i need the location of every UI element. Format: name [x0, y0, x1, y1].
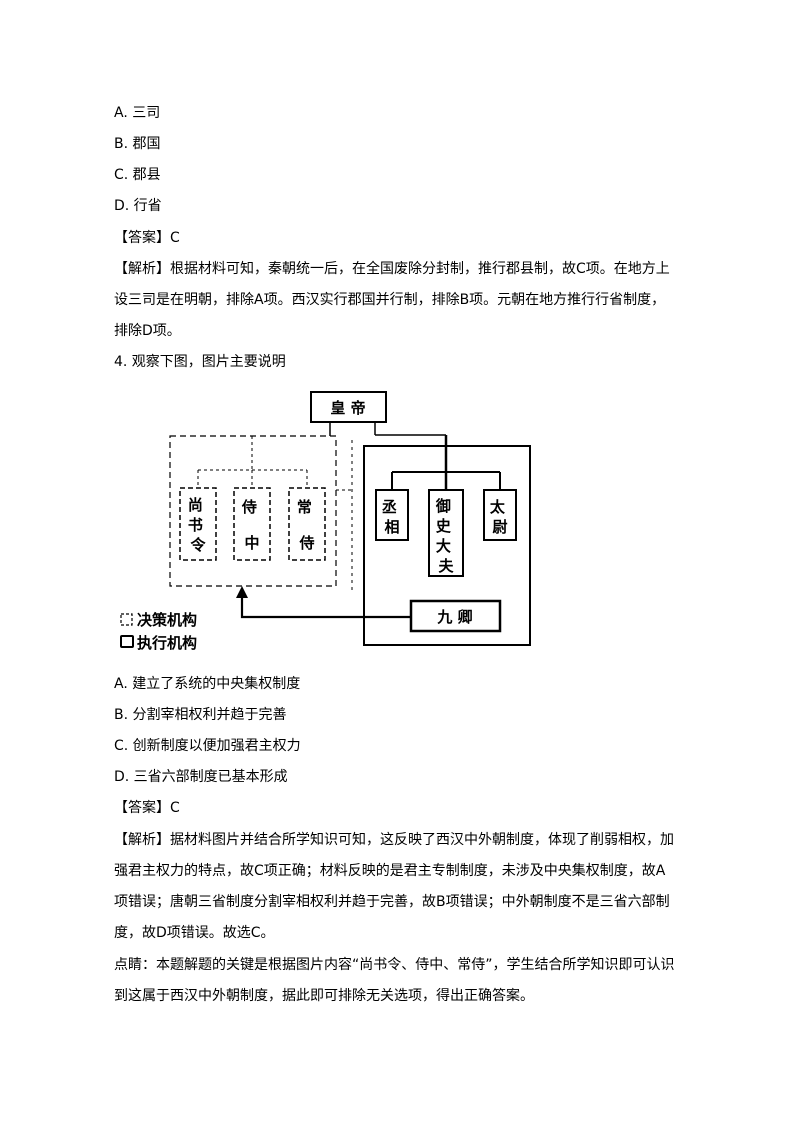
q4-option-b: B. 分割宰相权利并趋于完善	[114, 707, 287, 723]
outer-label-0: 丞 相	[382, 498, 402, 536]
inner-label-1: 侍 中	[241, 498, 262, 552]
jiuqing-box	[409, 599, 502, 633]
inner-box-changshi	[288, 487, 326, 561]
legend-dashed-swatch	[120, 613, 133, 626]
q4-analysis-line: 【解析】据材料图片并结合所学知识可知，这反映了西汉中外朝制度，体现了削弱相权，加	[114, 832, 674, 848]
q4-option-a: A. 建立了系统的中央集权制度	[114, 676, 301, 692]
q3-option-d: D. 行省	[114, 198, 162, 214]
q4-analysis-line: 度，故D项错误。故选C。	[114, 925, 275, 941]
q4-stem: 4. 观察下图，图片主要说明	[114, 354, 286, 370]
outer-char: 御	[435, 497, 451, 515]
q3-answer: 【答案】C	[114, 230, 180, 246]
outer-char: 相	[384, 518, 399, 536]
outer-char: 史	[436, 517, 452, 535]
inner-box-shangshuling	[179, 487, 217, 561]
q4-tip-line: 到这属于西汉中外朝制度，据此即可排除无关选项，得出正确答案。	[114, 988, 534, 1004]
q3-option-a: A. 三司	[114, 105, 161, 121]
q3-option-c: C. 郡县	[114, 167, 161, 183]
q3-analysis-line: 设三司是在明朝，排除A项。西汉实行郡国并行制，排除B项。元朝在地方推行行省制度，	[114, 292, 666, 308]
q3-analysis-line: 排除D项。	[114, 323, 181, 339]
inner-court-region	[169, 435, 337, 587]
inner-label-0: 尚 书 令	[188, 496, 208, 554]
q3-analysis-line: 【解析】根据材料可知，秦朝统一后，在全国废除分封制，推行郡县制，故C项。在地方上	[114, 261, 670, 277]
outer-box-yushidafu	[428, 489, 464, 577]
q4-answer: 【答案】C	[114, 800, 180, 816]
legend-execution-label: 执行机构	[137, 634, 197, 652]
emperor-box	[310, 391, 387, 423]
inner-char: 常	[297, 498, 312, 516]
legend-solid-swatch	[120, 635, 134, 648]
arrowhead	[236, 586, 248, 598]
outer-char: 丞	[382, 498, 397, 516]
inner-char: 侍	[241, 498, 257, 516]
inner-char: 尚	[188, 496, 203, 514]
outer-char: 夫	[438, 557, 454, 575]
q4-option-d: D. 三省六部制度已基本形成	[114, 769, 288, 785]
emperor-label: 皇 帝	[330, 399, 365, 417]
outer-label-1: 御 史 大 夫	[435, 497, 456, 575]
jiuqing-label: 九 卿	[436, 608, 472, 626]
outer-court-region	[363, 445, 531, 646]
inner-char: 书	[188, 516, 203, 534]
outer-box-taiwei	[483, 489, 517, 541]
legend-decision-label: 决策机构	[137, 611, 197, 629]
outer-char: 大	[436, 537, 451, 555]
q4-tip-line: 点睛：本题解题的关键是根据图片内容“尚书令、侍中、常侍”，学生结合所学知识即可认…	[114, 957, 675, 973]
q4-analysis-line: 项错误；唐朝三省制度分割宰相权利并趋于完善，故B项错误；中外朝制度不是三省六部制	[114, 894, 670, 910]
inner-label-2: 常 侍	[297, 498, 317, 552]
inner-box-shizhong	[233, 487, 271, 561]
q3-option-b: B. 郡国	[114, 136, 161, 152]
outer-char: 太	[490, 498, 506, 516]
inner-char: 侍	[298, 534, 314, 552]
outer-box-chengxiang	[375, 489, 409, 541]
inner-char: 中	[244, 534, 259, 552]
outer-label-2: 太 尉	[490, 498, 510, 536]
q4-analysis-line: 强君主权力的特点，故C项正确；材料反映的是君主专制制度，未涉及中央集权制度，故A	[114, 863, 666, 879]
outer-char: 尉	[492, 518, 507, 536]
arrow-jiuqing-to-inner	[240, 594, 411, 619]
q4-option-c: C. 创新制度以便加强君主权力	[114, 738, 301, 754]
inner-char: 令	[190, 536, 206, 554]
